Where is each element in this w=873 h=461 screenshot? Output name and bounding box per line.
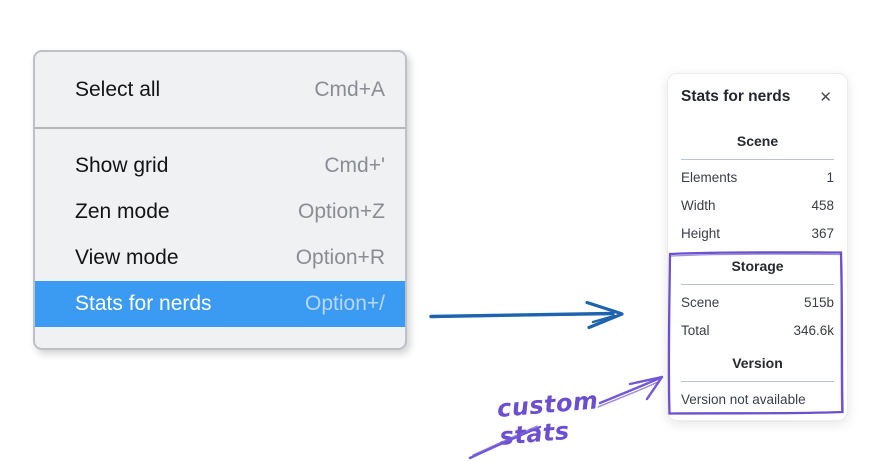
stat-row-width: Width 458 <box>681 191 834 219</box>
divider <box>681 284 834 285</box>
stat-label: Scene <box>681 294 720 310</box>
menu-item-stats-for-nerds[interactable]: Stats for nerds Option+/ <box>35 281 405 327</box>
menu-section-top: Select all Cmd+A <box>35 52 405 113</box>
section-heading-version: Version <box>732 355 783 371</box>
panel-title: Stats for nerds <box>681 88 791 105</box>
blue-arrow <box>429 300 624 330</box>
menu-section-bottom: Show grid Cmd+' Zen mode Option+Z View m… <box>35 129 405 327</box>
panel-header: Stats for nerds ✕ <box>681 86 834 108</box>
divider <box>681 381 834 382</box>
stat-label: Height <box>681 225 721 241</box>
stat-value: 346.6k <box>793 322 834 338</box>
menu-item-label: View mode <box>75 246 179 269</box>
menu-item-shortcut: Option+R <box>295 246 385 269</box>
menu-item-view-mode[interactable]: View mode Option+R <box>35 235 405 281</box>
stat-row-elements: Elements 1 <box>681 163 834 191</box>
section-heading-storage: Storage <box>731 258 784 274</box>
divider <box>681 159 834 160</box>
menu-item-show-grid[interactable]: Show grid Cmd+' <box>35 143 405 189</box>
stat-value: 515b <box>803 294 834 310</box>
stat-value: 458 <box>811 197 834 213</box>
context-menu: Select all Cmd+A Show grid Cmd+' Zen mod… <box>33 50 407 350</box>
menu-item-shortcut: Cmd+A <box>314 78 385 101</box>
stat-row-scene-storage: Scene 515b <box>681 288 834 316</box>
menu-item-zen-mode[interactable]: Zen mode Option+Z <box>35 189 405 235</box>
menu-item-select-all[interactable]: Select all Cmd+A <box>35 67 405 113</box>
stat-value: 367 <box>811 225 834 241</box>
menu-item-shortcut: Option+Z <box>298 200 385 223</box>
version-status-text: Version not available <box>681 391 806 407</box>
annotation-custom-stats-label: custom stats <box>495 386 600 451</box>
menu-item-label: Zen mode <box>75 200 170 223</box>
stats-for-nerds-panel: Stats for nerds ✕ Scene Elements 1 Width… <box>667 73 848 421</box>
menu-item-label: Show grid <box>75 154 169 177</box>
menu-item-label: Select all <box>75 78 161 101</box>
menu-item-label: Stats for nerds <box>75 292 212 315</box>
stat-label: Total <box>681 322 710 338</box>
menu-divider <box>35 127 405 129</box>
close-icon[interactable]: ✕ <box>819 88 832 106</box>
section-heading-scene: Scene <box>736 133 779 149</box>
stat-label: Width <box>681 197 716 213</box>
menu-item-shortcut: Cmd+' <box>324 154 385 177</box>
stat-label: Elements <box>681 169 738 185</box>
stat-row-total-storage: Total 346.6k <box>681 316 834 344</box>
stat-value: 1 <box>826 169 834 185</box>
stat-row-height: Height 367 <box>681 219 834 247</box>
menu-item-shortcut: Option+/ <box>305 292 385 315</box>
